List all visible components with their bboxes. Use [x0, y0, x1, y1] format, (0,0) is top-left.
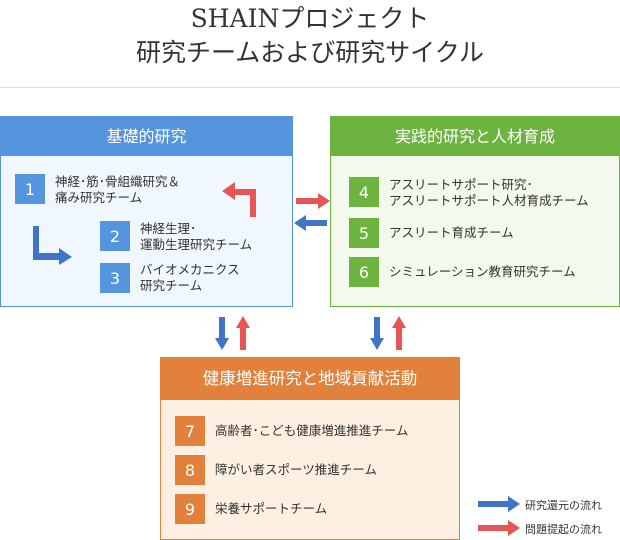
- red-right-arrow: [296, 193, 330, 209]
- team-label-6: シミュレーション教育研究チーム: [389, 264, 576, 279]
- basic-research-header: 基礎的研究: [1, 117, 292, 156]
- team-label-2: 神経生理･運動生理研究チーム: [140, 221, 253, 252]
- legend-blue-label: 研究還元の流れ: [525, 499, 602, 512]
- team-number-6: 6: [349, 257, 379, 287]
- blue-down-arrow-right: [370, 317, 384, 350]
- health-promotion-header: 健康増進研究と地域貢献活動: [161, 358, 459, 400]
- blue-down-arrow-left: [215, 317, 229, 350]
- legend-red-label: 問題提起の流れ: [525, 523, 602, 536]
- team-label-7: 高齢者･こども健康増進推進チーム: [215, 423, 409, 438]
- health-promotion-box: 健康増進研究と地域貢献活動 7 高齢者･こども健康増進推進チーム 8 障がい者ス…: [160, 357, 460, 540]
- blue-left-arrow: [294, 215, 327, 231]
- team-number-9: 9: [175, 494, 205, 524]
- red-elbow-arrow: [222, 182, 256, 217]
- team-label-5: アスリート育成チーム: [389, 225, 514, 240]
- team-number-8: 8: [175, 455, 205, 485]
- legend-blue-arrow-icon: [478, 496, 520, 512]
- blue-elbow-arrow: [33, 226, 72, 265]
- team-label-9: 栄養サポートチーム: [215, 501, 328, 516]
- title-line-2: 研究チームおよび研究サイクル: [135, 38, 484, 67]
- team-number-7: 7: [175, 416, 205, 446]
- red-up-arrow-right: [392, 316, 406, 350]
- team-label-8: 障がい者スポーツ推進チーム: [215, 462, 377, 477]
- page-title: SHAINプロジェクト 研究チームおよび研究サイクル: [0, 0, 620, 70]
- team-number-1: 1: [15, 174, 45, 204]
- practical-research-header: 実践的研究と人材育成: [331, 117, 619, 156]
- team-number-3: 3: [100, 263, 130, 293]
- team-number-2: 2: [100, 221, 130, 251]
- team-label-3: バイオメカニクス研究チーム: [140, 262, 240, 293]
- team-label-4: アスリートサポート研究･アスリートサポート人材育成チーム: [389, 177, 589, 208]
- red-up-arrow-left: [236, 316, 250, 350]
- basic-research-box: 基礎的研究 1 神経･筋･骨組織研究＆痛み研究チーム 2 神経生理･運動生理研究…: [0, 116, 293, 307]
- legend-red-arrow-icon: [478, 520, 520, 536]
- team-number-4: 4: [349, 177, 379, 207]
- divider: [0, 87, 620, 88]
- team-number-5: 5: [349, 218, 379, 248]
- title-line-1: SHAINプロジェクト: [190, 4, 430, 33]
- team-label-1: 神経･筋･骨組織研究＆痛み研究チーム: [55, 174, 181, 205]
